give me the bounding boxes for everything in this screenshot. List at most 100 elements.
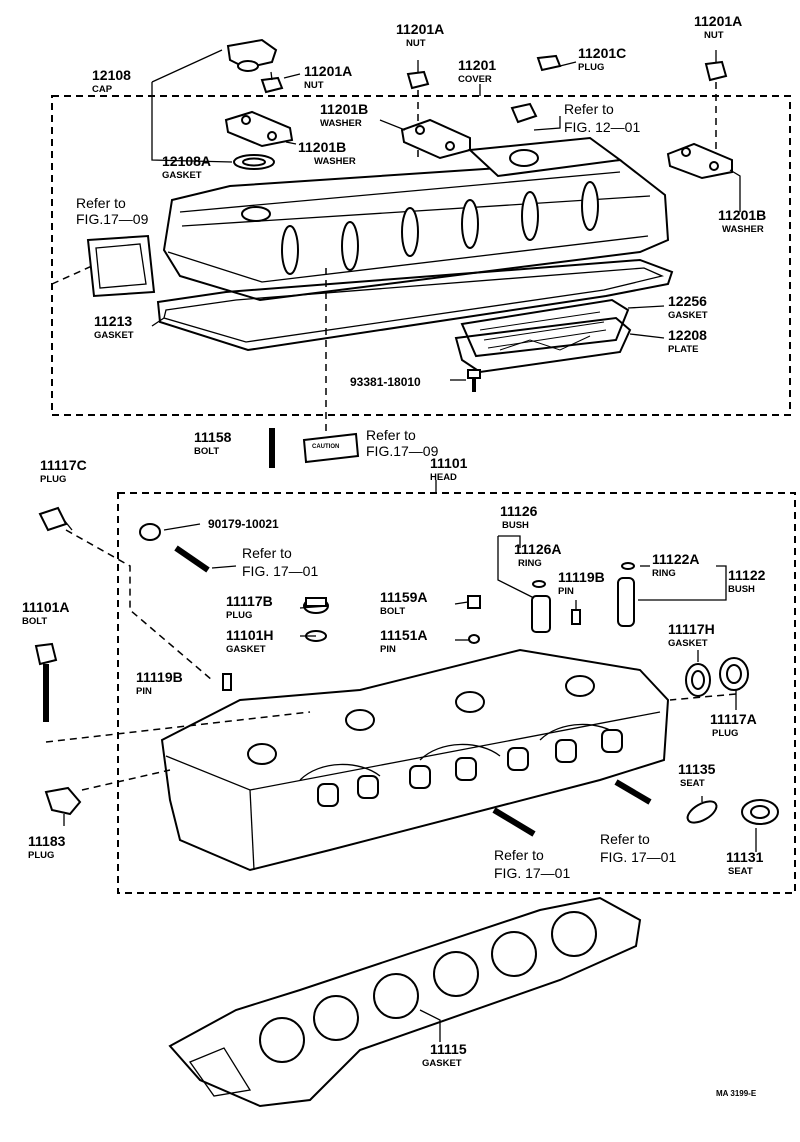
figure-code: MA 3199-E	[716, 1089, 757, 1098]
valve-cover-icon	[162, 136, 670, 302]
label-gasket-cap: 12108A GASKET	[162, 153, 211, 181]
svg-text:PLUG: PLUG	[712, 728, 738, 739]
svg-text:11117H: 11117H	[668, 621, 715, 637]
svg-text:11201A: 11201A	[694, 13, 742, 29]
ring-11126a-icon	[532, 580, 546, 588]
label-plug-top: 11201C PLUG	[578, 45, 626, 73]
seat-11135-icon	[686, 800, 718, 824]
svg-text:12208: 12208	[668, 327, 707, 343]
label-bolt-11159a: 11159A BOLT	[380, 589, 428, 617]
washer-icon-center	[400, 118, 471, 160]
cover-group-box	[51, 95, 791, 416]
svg-text:11122A: 11122A	[652, 551, 700, 567]
label-gasket-11115: 11115 GASKET	[422, 1041, 467, 1069]
svg-text:GASKET: GASKET	[422, 1058, 462, 1069]
svg-text:Refer to: Refer to	[76, 195, 126, 211]
svg-text:COVER: COVER	[458, 74, 492, 85]
label-bolt-11101a: 11101A BOLT	[22, 599, 70, 627]
svg-text:PLUG: PLUG	[40, 474, 66, 485]
plate-bolt-icon	[467, 369, 481, 392]
label-seat-11135: 11135 SEAT	[678, 761, 716, 789]
svg-text:11115: 11115	[430, 1041, 467, 1057]
svg-text:11201B: 11201B	[298, 139, 346, 155]
svg-text:GASKET: GASKET	[668, 638, 708, 649]
svg-text:RING: RING	[518, 558, 542, 569]
label-plate: 12208 PLATE	[668, 327, 707, 355]
svg-text:BUSH: BUSH	[728, 584, 755, 595]
svg-text:WASHER: WASHER	[722, 224, 764, 235]
svg-text:Refer to: Refer to	[600, 831, 650, 847]
svg-text:11131: 11131	[726, 849, 764, 865]
cap-gasket-icon	[233, 154, 275, 170]
refer-fig1701-bottom-mid: Refer to FIG. 17—01	[492, 807, 570, 881]
svg-text:11101H: 11101H	[226, 627, 274, 643]
svg-text:GASKET: GASKET	[668, 310, 708, 321]
svg-text:CAP: CAP	[92, 84, 113, 95]
leader-lines	[45, 49, 757, 1042]
washer-icon-left	[224, 110, 294, 148]
svg-text:BOLT: BOLT	[22, 616, 47, 627]
nut-icon-right	[704, 50, 728, 150]
label-bolt-plate: 93381-18010	[350, 375, 421, 389]
svg-text:PIN: PIN	[136, 686, 152, 697]
svg-text:11201B: 11201B	[320, 101, 368, 117]
svg-text:FIG. 12—01: FIG. 12—01	[564, 119, 640, 135]
plug-icon-top	[536, 54, 562, 72]
svg-text:11119B: 11119B	[558, 569, 605, 585]
caution-label-icon: CAUTION	[302, 268, 360, 464]
svg-text:Refer to: Refer to	[564, 101, 614, 117]
label-head: 11101 HEAD	[430, 455, 468, 483]
label-nut-left: 11201A NUT	[304, 63, 352, 91]
svg-text:GASKET: GASKET	[226, 644, 266, 655]
bush-11126-icon	[531, 595, 551, 633]
label-gasket-cover: 11213 GASKET	[94, 313, 134, 341]
head-bolt-icon	[34, 642, 58, 722]
svg-text:SEAT: SEAT	[728, 866, 753, 877]
svg-text:FIG.17—09: FIG.17—09	[76, 211, 149, 227]
plug-90179-icon	[139, 523, 161, 541]
label-plug-11183: 11183 PLUG	[28, 833, 66, 861]
svg-text:11126A: 11126A	[514, 541, 562, 557]
svg-text:90179-10021: 90179-10021	[208, 517, 279, 531]
label-cover: 11201 COVER	[458, 57, 496, 85]
oil-filler-cap-icon	[226, 38, 278, 72]
svg-text:BOLT: BOLT	[194, 446, 219, 457]
svg-text:11122: 11122	[728, 567, 766, 583]
label-pin-11151a: 11151A PIN	[380, 627, 428, 655]
svg-text:NUT: NUT	[304, 80, 324, 91]
svg-text:11151A: 11151A	[380, 627, 428, 643]
label-part-90179: 90179-10021	[208, 517, 279, 531]
svg-text:12108: 12108	[92, 67, 131, 83]
cover-gasket-icon	[156, 258, 674, 352]
plug-11117a-icon	[719, 657, 749, 691]
label-nut-top-right: 11201A NUT	[694, 13, 742, 41]
svg-text:11201B: 11201B	[718, 207, 766, 223]
pin-11119b-left-icon	[222, 673, 232, 691]
refer-fig1709-label: Refer to FIG.17—09	[366, 427, 439, 459]
refer-fig1701-stud: Refer to FIG. 17—01	[242, 545, 318, 579]
svg-text:PLUG: PLUG	[226, 610, 252, 621]
washer-icon-right	[666, 142, 733, 180]
svg-text:12108A: 12108A	[162, 153, 211, 169]
label-seat-11131: 11131 SEAT	[726, 849, 764, 877]
svg-text:11158: 11158	[194, 429, 232, 445]
ring-11122a-icon	[621, 562, 635, 570]
seat-11131-icon	[741, 799, 779, 825]
pin-11119b-right-icon	[571, 609, 581, 625]
svg-text:Refer to: Refer to	[494, 847, 544, 863]
svg-text:SEAT: SEAT	[680, 778, 705, 789]
svg-text:PIN: PIN	[558, 586, 574, 597]
label-bolt-11158: 11158 BOLT	[194, 429, 232, 457]
svg-text:FIG. 17—01: FIG. 17—01	[494, 865, 570, 881]
svg-text:12256: 12256	[668, 293, 707, 309]
pin-11151a-icon	[468, 634, 480, 644]
svg-text:11117A: 11117A	[710, 711, 757, 727]
label-pin-left: 11119B PIN	[136, 669, 183, 697]
svg-text:PLUG: PLUG	[28, 850, 54, 861]
gasket-11117h-icon	[685, 663, 711, 697]
breather-plate-icon	[454, 316, 632, 374]
caution-label-text: CAUTION	[312, 444, 339, 450]
breather-plate-gasket-icon	[460, 298, 630, 358]
svg-text:GASKET: GASKET	[162, 170, 202, 181]
